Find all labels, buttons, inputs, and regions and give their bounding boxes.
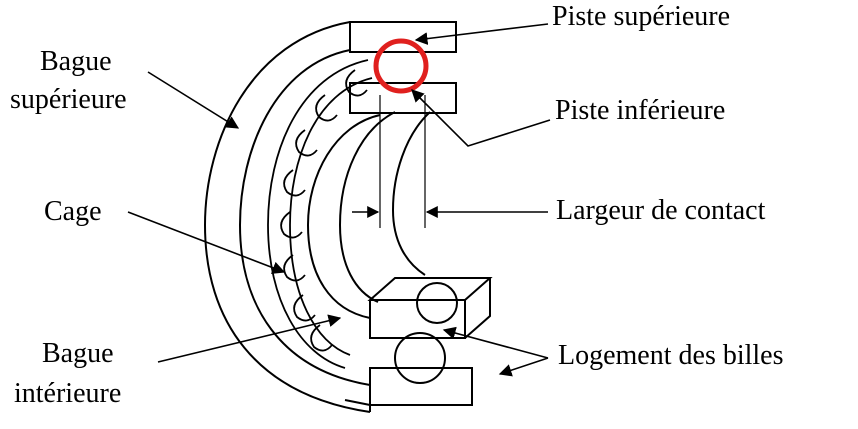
label-piste-superieure: Piste supérieure [552,2,730,32]
label-bague-interieure-line2: intérieure [14,379,121,409]
inner-ring [308,112,430,318]
bottom-section [345,278,490,405]
cage [268,60,372,368]
label-bague-interieure-line1: Bague [42,339,114,369]
contact-lines [380,95,425,228]
label-bague-superieure-line1: Bague [40,47,112,77]
label-bague-superieure-line2: supérieure [10,85,127,115]
leader-lines [128,24,550,374]
label-largeur-de-contact: Largeur de contact [556,196,765,226]
label-piste-inferieure: Piste inférieure [555,96,725,126]
top-section [350,22,456,113]
label-logement-des-billes: Logement des billes [558,341,784,371]
label-cage: Cage [44,197,102,227]
